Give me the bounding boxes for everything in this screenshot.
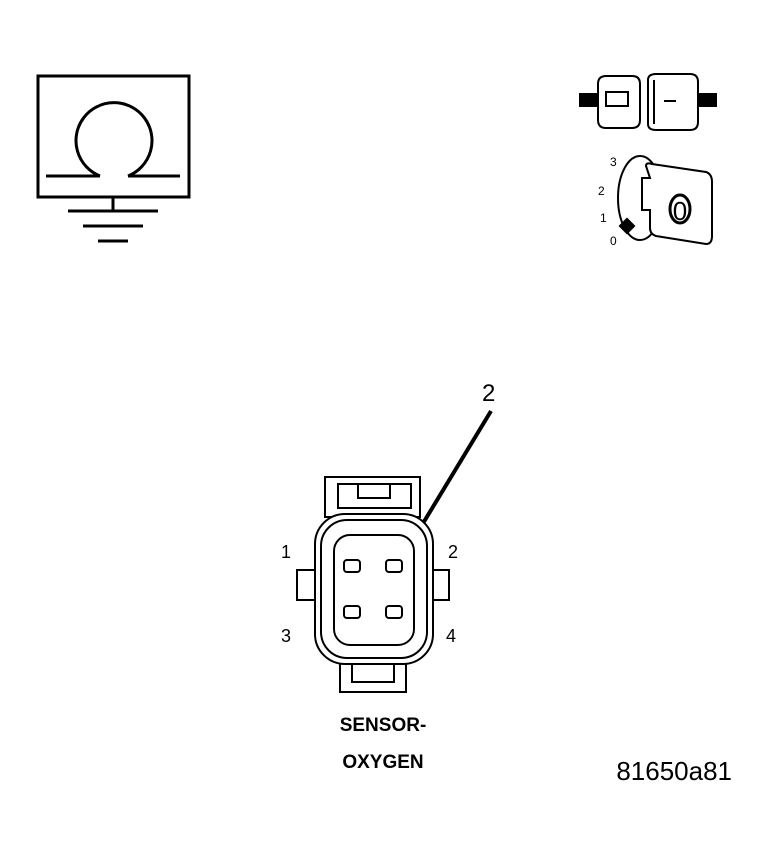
figure-id: 81650a81: [616, 756, 732, 786]
pin-4-cavity: [385, 605, 403, 619]
connector-name-line2: OXYGEN: [342, 752, 423, 773]
pin-1-cavity: [343, 559, 361, 573]
pin-3-cavity: [343, 605, 361, 619]
ignition-position-2: 2: [598, 184, 605, 198]
ignition-position-1: 1: [600, 211, 607, 225]
pin-2-cavity: [385, 559, 403, 573]
pin-label-1: 1: [281, 542, 291, 562]
pin-label-2: 2: [448, 542, 458, 562]
pin-label-4: 4: [446, 626, 456, 646]
disconnect-connector-icon: [579, 73, 717, 131]
callout-number: 2: [482, 380, 495, 407]
ohmmeter-ground-icon: [36, 74, 191, 243]
oxygen-sensor-connector: [296, 476, 450, 693]
ignition-position-0: 0: [610, 234, 617, 248]
ignition-key-position: 0: [673, 196, 687, 226]
ignition-position-3: 3: [610, 155, 617, 169]
ignition-switch-icon: [617, 155, 713, 246]
pin-label-3: 3: [281, 626, 291, 646]
connector-name-line1: SENSOR-: [340, 715, 427, 736]
